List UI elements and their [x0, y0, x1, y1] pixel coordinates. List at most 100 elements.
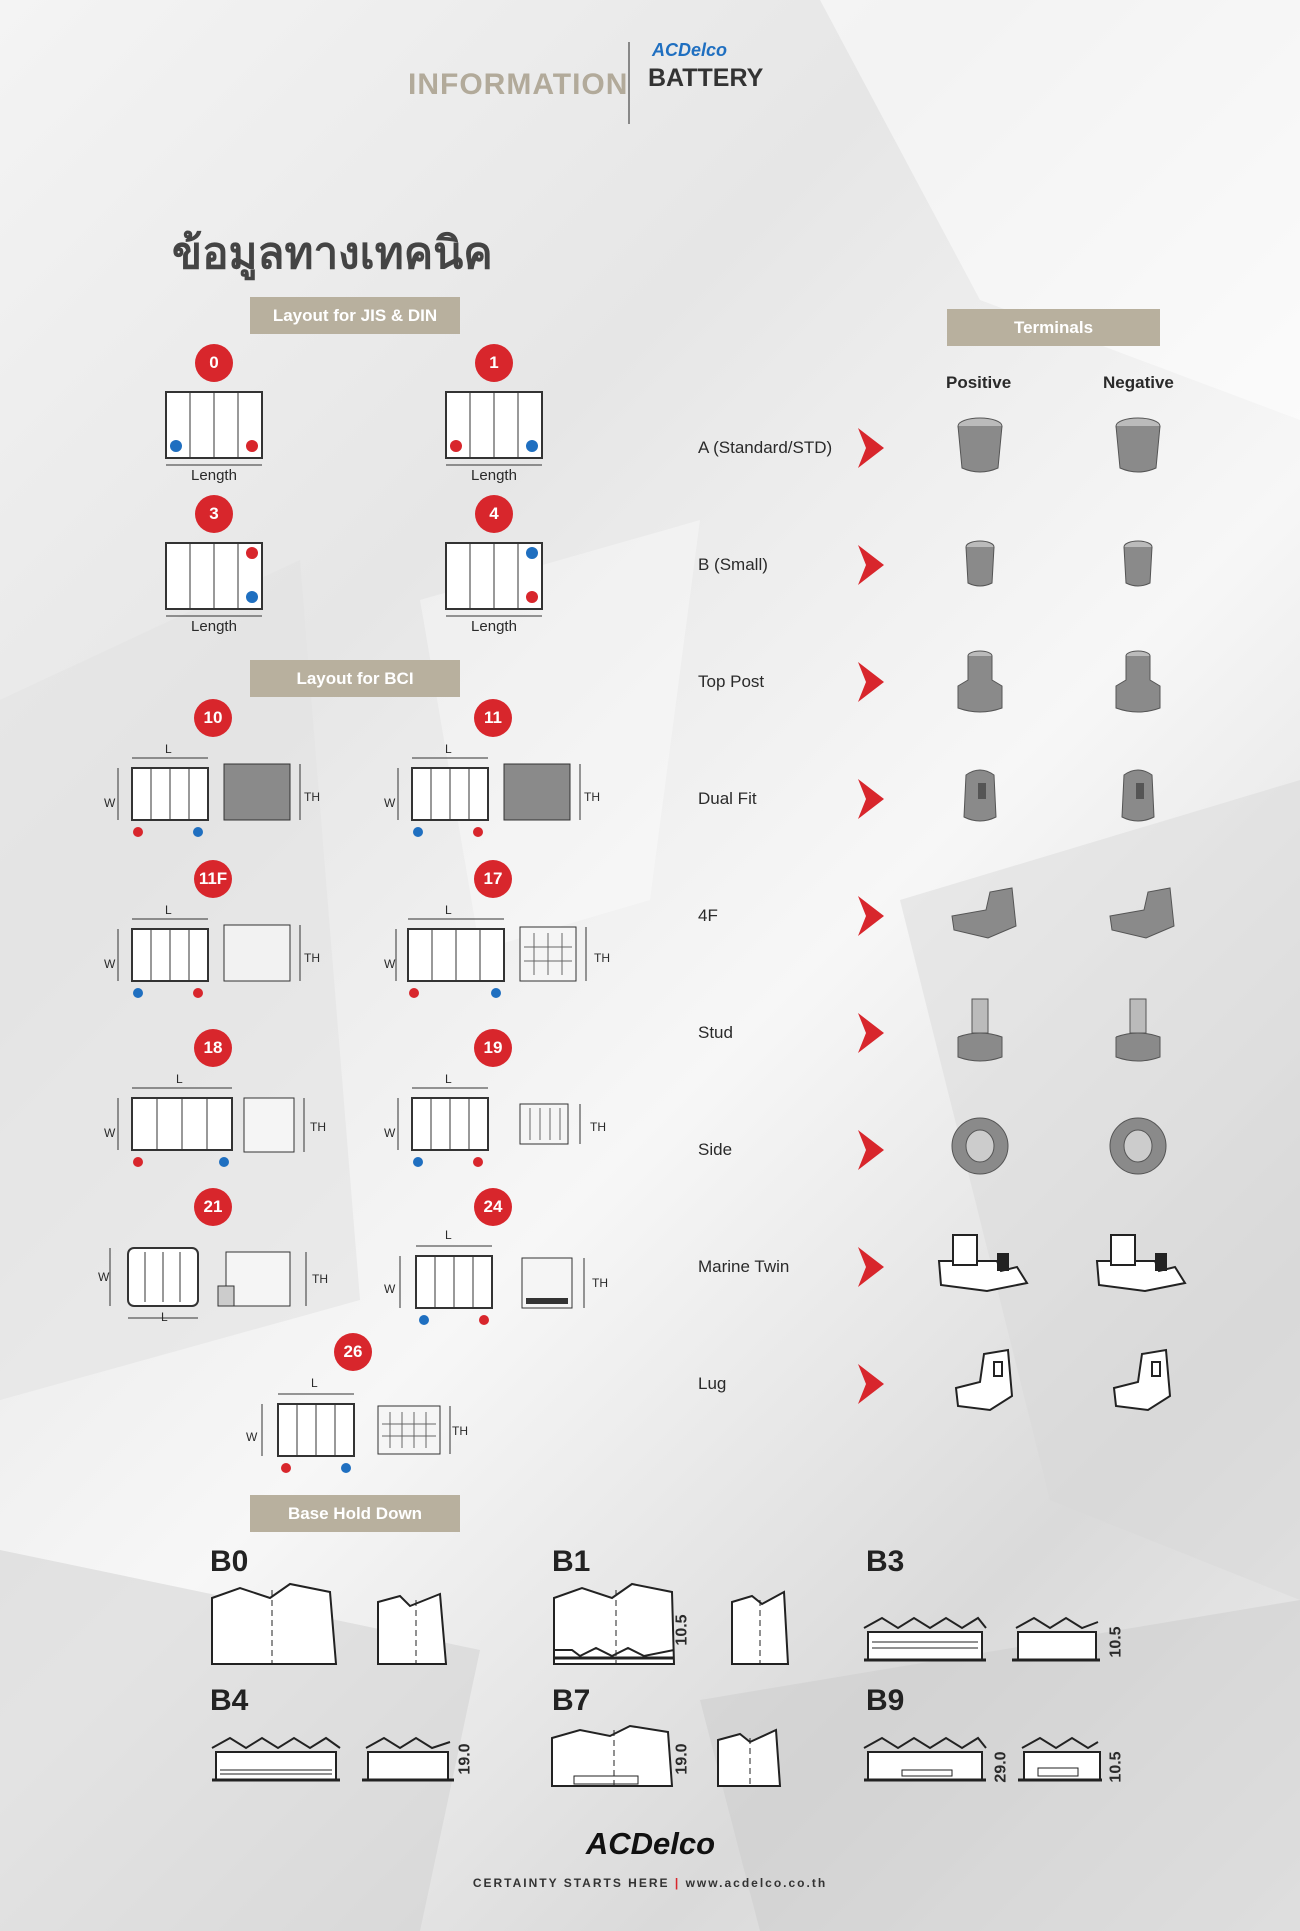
red-chevron-icon — [858, 1364, 884, 1404]
jis-layout-3-diagram — [165, 542, 263, 617]
bci-layout-26-diagram — [261, 1393, 451, 1473]
terminal-type-label: Marine Twin — [698, 1257, 790, 1276]
hold-down-code: B1 — [552, 1545, 591, 1578]
length-l: L — [311, 1376, 318, 1390]
length-label: Length — [471, 618, 517, 635]
bci-layout-18-diagram — [117, 1087, 305, 1167]
jis-layout-4-diagram — [445, 542, 543, 617]
layout-number: 10 — [194, 699, 232, 737]
hold-down-b1-diagram — [553, 1582, 790, 1665]
hold-down-dimension: 10.5 — [1107, 1626, 1125, 1658]
length-l: L — [161, 1310, 168, 1324]
hold-down-b3-diagram — [863, 1616, 1100, 1662]
width-w: W — [384, 957, 396, 971]
base-hold-down-heading: Base Hold Down — [250, 1495, 460, 1532]
width-w: W — [384, 796, 396, 810]
hold-down-code: B3 — [866, 1545, 905, 1578]
layout-number: 11 — [474, 699, 512, 737]
bci-heading: Layout for BCI — [250, 660, 460, 697]
terminals-heading: Terminals — [947, 309, 1160, 346]
length-label: Length — [191, 618, 237, 635]
terminal-type-label: Dual Fit — [698, 789, 757, 808]
negative-top-post-icon — [1115, 650, 1161, 713]
layout-number: 1 — [475, 344, 513, 382]
footer-brand-logo: ACDelco — [585, 1826, 716, 1861]
layout-number: 21 — [194, 1188, 232, 1226]
negative-column-header: Negative — [1103, 373, 1174, 392]
positive-dual-fit-icon — [963, 769, 997, 822]
bci-layout-19-diagram — [397, 1087, 581, 1167]
layout-number: 0 — [195, 344, 233, 382]
negative-side-icon — [1109, 1117, 1167, 1175]
page-title: ข้อมูลทางเทคนิค — [172, 229, 493, 278]
jis-layout-1-diagram — [445, 391, 543, 466]
red-chevron-icon — [858, 896, 884, 936]
terminal-type-label: Stud — [698, 1023, 733, 1042]
red-chevron-icon — [858, 1247, 884, 1287]
hold-down-code: B7 — [552, 1684, 591, 1717]
height-th: TH — [452, 1424, 468, 1438]
width-w: W — [384, 1282, 396, 1296]
width-w: W — [104, 957, 116, 971]
height-th: TH — [310, 1120, 326, 1134]
terminal-type-label: 4F — [698, 906, 718, 925]
positive-column-header: Positive — [946, 373, 1012, 392]
negative-small-post-icon — [1123, 540, 1153, 587]
bci-layout-11f-diagram — [117, 918, 301, 998]
layout-number: 24 — [474, 1188, 512, 1226]
negative-stud-icon — [1115, 998, 1161, 1062]
red-chevron-icon — [858, 662, 884, 702]
jis-din-heading: Layout for JIS & DIN — [250, 297, 460, 334]
positive-top-post-icon — [957, 650, 1003, 713]
height-th: TH — [304, 951, 320, 965]
header-brand-logo: ACDelco — [652, 40, 728, 60]
width-w: W — [98, 1270, 110, 1284]
hold-down-b4-diagram — [211, 1736, 454, 1782]
length-l: L — [445, 1228, 452, 1242]
hold-down-code: B9 — [866, 1684, 905, 1717]
width-w: W — [104, 1126, 116, 1140]
layout-number: 11F — [194, 860, 232, 898]
footer-tagline-line: CERTAINTY STARTS HERE | www.acdelco.co.t… — [450, 1876, 850, 1890]
negative-lug-icon — [1112, 1348, 1172, 1412]
width-w: W — [246, 1430, 258, 1444]
bci-layout-10-diagram — [117, 757, 301, 837]
header-battery: BATTERY — [648, 64, 764, 92]
hold-down-code: B0 — [210, 1545, 249, 1578]
layout-number: 26 — [334, 1333, 372, 1371]
negative-cone-post-icon — [1115, 417, 1161, 473]
length-label: Length — [191, 467, 237, 484]
header-information: INFORMATION — [408, 68, 629, 101]
positive-small-post-icon — [965, 540, 995, 587]
bci-layout-24-diagram — [399, 1245, 585, 1325]
height-th: TH — [312, 1272, 328, 1286]
length-l: L — [445, 1072, 452, 1086]
footer-divider: | — [674, 1876, 686, 1890]
layout-number: 4 — [475, 495, 513, 533]
negative-marine-twin-icon — [1095, 1234, 1187, 1293]
length-l: L — [165, 903, 172, 917]
width-w: W — [104, 796, 116, 810]
positive-4f-icon — [951, 887, 1017, 939]
negative-4f-icon — [1109, 887, 1175, 939]
footer-tagline: CERTAINTY STARTS HERE — [472, 1876, 670, 1890]
height-th: TH — [590, 1120, 606, 1134]
hold-down-dimension: 29.0 — [992, 1751, 1010, 1783]
terminal-type-label: Top Post — [698, 672, 765, 691]
bci-layout-21-diagram — [109, 1247, 307, 1319]
hold-down-dimension: 19.0 — [456, 1743, 474, 1775]
height-th: TH — [592, 1276, 608, 1290]
hold-down-dimension: 19.0 — [673, 1743, 691, 1775]
width-w: W — [384, 1126, 396, 1140]
layout-number: 19 — [474, 1029, 512, 1067]
footer-url[interactable]: www.acdelco.co.th — [685, 1876, 828, 1890]
red-chevron-icon — [858, 428, 884, 468]
bci-layout-11-diagram — [397, 757, 581, 837]
red-chevron-icon — [858, 1013, 884, 1053]
layout-number: 17 — [474, 860, 512, 898]
red-chevron-icon — [858, 545, 884, 585]
length-l: L — [445, 903, 452, 917]
hold-down-dimension: 10.5 — [673, 1614, 691, 1646]
bci-layout-17-diagram — [395, 918, 587, 998]
height-th: TH — [304, 790, 320, 804]
